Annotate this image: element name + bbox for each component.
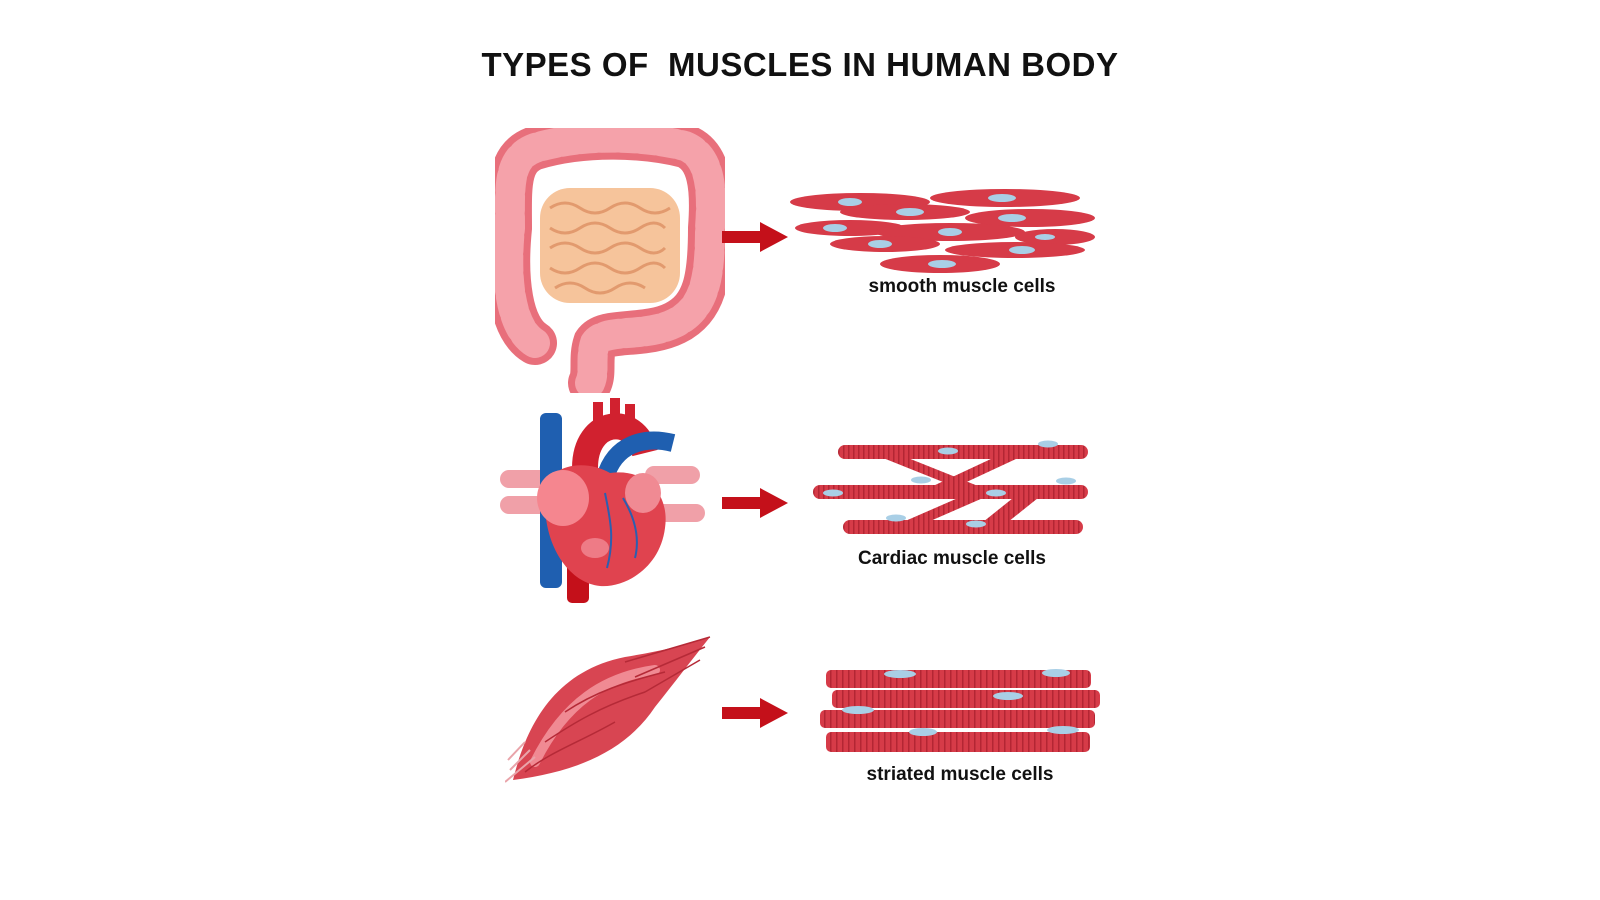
arrow-right-icon [722, 222, 788, 252]
heart-icon [500, 398, 705, 603]
striated-muscle-cells-illustration [820, 669, 1100, 752]
arrow-right-icon [722, 698, 788, 728]
cardiac-muscle-cells-illustration [813, 440, 1088, 534]
smooth-muscle-cells-illustration [790, 189, 1095, 273]
cardiac-muscle-caption: Cardiac muscle cells [858, 548, 1046, 569]
arrow-right-icon [722, 488, 788, 518]
diagram-title: TYPES OF MUSCLES IN HUMAN BODY [481, 46, 1119, 83]
intestine-icon [495, 128, 725, 393]
skeletal-muscle-icon [505, 636, 711, 783]
striated-muscle-caption: striated muscle cells [866, 764, 1054, 785]
smooth-muscle-caption: smooth muscle cells [868, 276, 1056, 297]
